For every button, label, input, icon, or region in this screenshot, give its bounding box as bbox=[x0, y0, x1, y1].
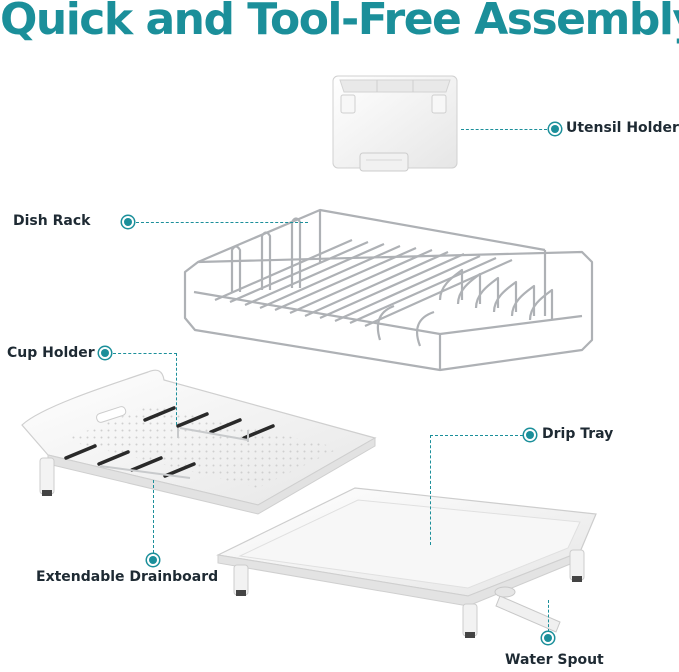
drip-tray-label: Drip Tray bbox=[542, 426, 614, 442]
water-spout-leader bbox=[548, 600, 549, 632]
water-spout-marker bbox=[544, 634, 552, 642]
drip-tray-leader-h bbox=[430, 435, 523, 436]
cup-holder-leader-v bbox=[176, 353, 177, 425]
cup-holder-label: Cup Holder bbox=[7, 345, 95, 361]
drip-tray-illustration bbox=[216, 487, 597, 638]
water-spout-label: Water Spout bbox=[505, 652, 604, 668]
dish-rack-illustration bbox=[183, 208, 594, 372]
utensil-holder-illustration bbox=[332, 75, 458, 172]
drainboard-leader bbox=[153, 480, 154, 553]
dish-rack-leader bbox=[136, 222, 308, 223]
drip-tray-leader-v bbox=[430, 435, 431, 545]
drip-tray-marker bbox=[526, 431, 534, 439]
drainboard-label: Extendable Drainboard bbox=[36, 569, 219, 585]
cup-holder-leader-h bbox=[113, 353, 177, 354]
dish-rack-marker bbox=[124, 218, 132, 226]
utensil-holder-label: Utensil Holder bbox=[566, 120, 679, 136]
dish-rack-label: Dish Rack bbox=[13, 213, 91, 229]
utensil-holder-leader bbox=[461, 129, 547, 130]
utensil-holder-marker bbox=[551, 125, 559, 133]
page-title: Quick and Tool-Free Assembly bbox=[0, 0, 679, 45]
drainboard-marker bbox=[149, 556, 157, 564]
cup-holder-marker bbox=[101, 349, 109, 357]
drainboard-illustration bbox=[21, 369, 377, 515]
